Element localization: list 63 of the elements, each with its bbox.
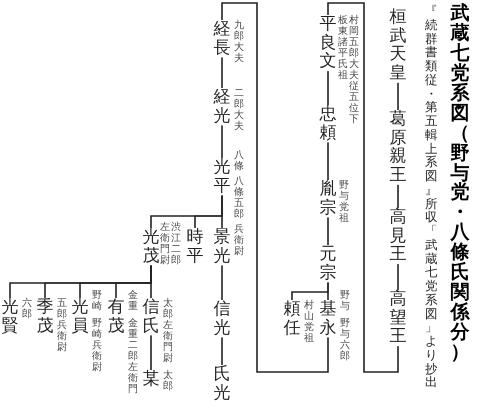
source-note: 『続群書類従・第五輯上系図』所収「武蔵七党系図」より抄出: [424, 4, 438, 389]
lineage-line: [397, 82, 399, 110]
person-name: 葛原親王: [390, 110, 406, 185]
name-note: 野与六郎: [340, 318, 350, 362]
lineage-line: [9, 265, 152, 298]
name-note: 二郎大夫: [234, 88, 244, 132]
lineage-line: [221, 265, 223, 300]
person-name: 胤宗: [320, 180, 336, 218]
lineage-line: [327, 142, 329, 180]
name-note: 野崎兵衛尉: [92, 318, 102, 373]
person-name: 経光: [214, 88, 230, 126]
person-name: 光茂: [142, 228, 160, 266]
person-name: 有茂: [108, 298, 124, 336]
lineage-line: [221, 57, 223, 88]
chart-title: 武蔵七党系図（野与党・八條氏関係分）: [450, 4, 470, 363]
name-note: 八條: [234, 150, 244, 172]
name-note: 板東諸平氏祖: [338, 15, 348, 81]
person-name: 経長: [214, 20, 230, 58]
person-name: 忠頼: [320, 105, 336, 142]
person-name: 光員: [72, 298, 88, 336]
name-note: 金重: [128, 290, 138, 312]
lineage-line: [150, 195, 223, 228]
name-note: 野与党祖: [339, 180, 349, 224]
person-name: 光賢: [2, 298, 18, 336]
lineage-line: [221, 2, 329, 373]
person-name: 光平: [214, 158, 230, 196]
person-name: 桓武天皇: [390, 8, 406, 83]
name-note: 渋江二郎: [171, 222, 181, 266]
lineage-line: [327, 71, 329, 105]
person-name: 元宗: [320, 245, 336, 282]
name-note: 太郎: [163, 370, 173, 392]
name-note: 村山党祖: [304, 300, 314, 344]
lineage-line: [150, 335, 152, 370]
person-name: 信氏: [142, 298, 160, 336]
lineage-line: [397, 184, 399, 208]
name-note: 五郎兵衛尉: [57, 298, 67, 353]
person-name: 信光: [214, 300, 230, 338]
name-note: 村岡五郎大夫従五位下: [349, 15, 359, 125]
person-name: 基永: [320, 300, 336, 338]
person-name: 高見王: [390, 208, 406, 264]
lineage-line: [221, 125, 223, 158]
person-name: 頼任: [284, 300, 300, 338]
lineage-line: [327, 217, 329, 245]
person-name: 氏光: [214, 365, 230, 402]
person-name: 高望王: [390, 290, 406, 346]
person-name: 景光: [214, 228, 230, 266]
lineage-line: [291, 282, 329, 300]
name-note: 兵衛尉: [234, 224, 244, 257]
name-note: 太郎左衛門尉: [163, 298, 173, 364]
lineage-line: [221, 337, 223, 365]
name-note: 九郎大夫: [234, 20, 244, 64]
lineage-line: [397, 264, 399, 290]
name-note: 金重二郎左衛門: [128, 318, 138, 395]
person-name: 季茂: [36, 298, 54, 336]
name-note: 野与: [340, 290, 350, 312]
lineage-line: [327, 2, 399, 373]
person-name: 平良文: [320, 15, 336, 72]
person-name: 某: [142, 370, 160, 389]
name-note: 八條五郎: [234, 176, 244, 220]
name-note: 野崎: [92, 290, 102, 312]
person-name: 時平: [186, 228, 204, 266]
name-note: 左衛門尉: [160, 222, 170, 266]
name-note: 六郎: [22, 298, 32, 320]
